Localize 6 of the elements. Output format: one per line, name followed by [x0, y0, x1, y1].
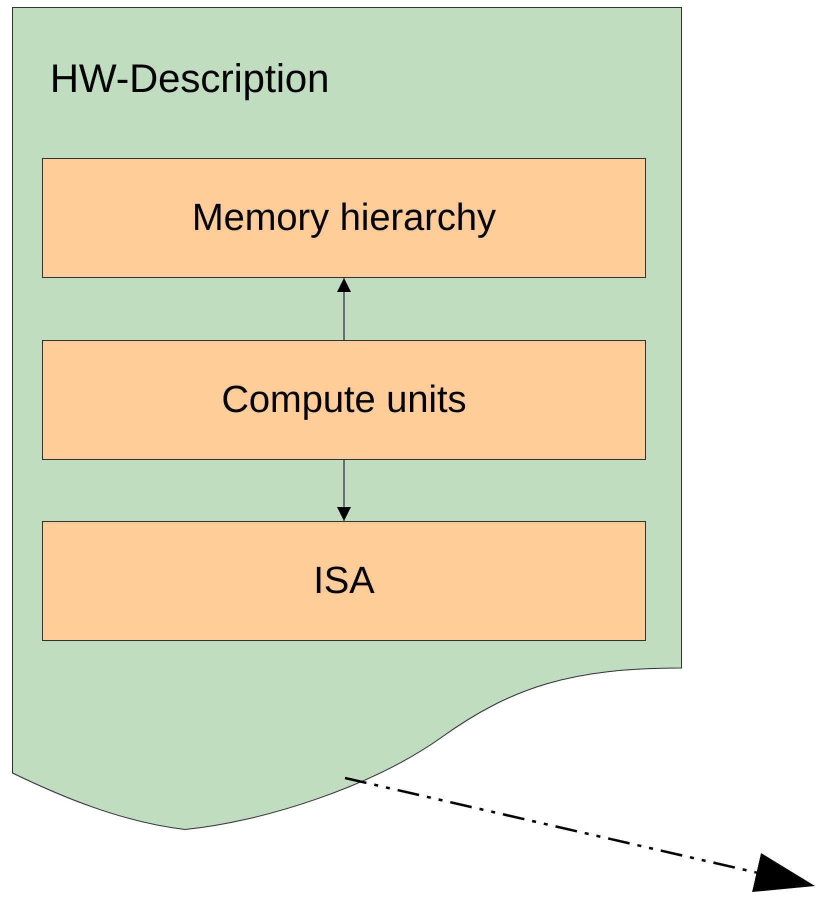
arrow	[337, 460, 351, 522]
arrow	[337, 278, 351, 340]
component-box: Memory hierarchy	[42, 158, 646, 278]
component-box: ISA	[42, 521, 646, 641]
document-title: HW-Description	[50, 57, 330, 101]
component-box: Compute units	[42, 340, 646, 460]
